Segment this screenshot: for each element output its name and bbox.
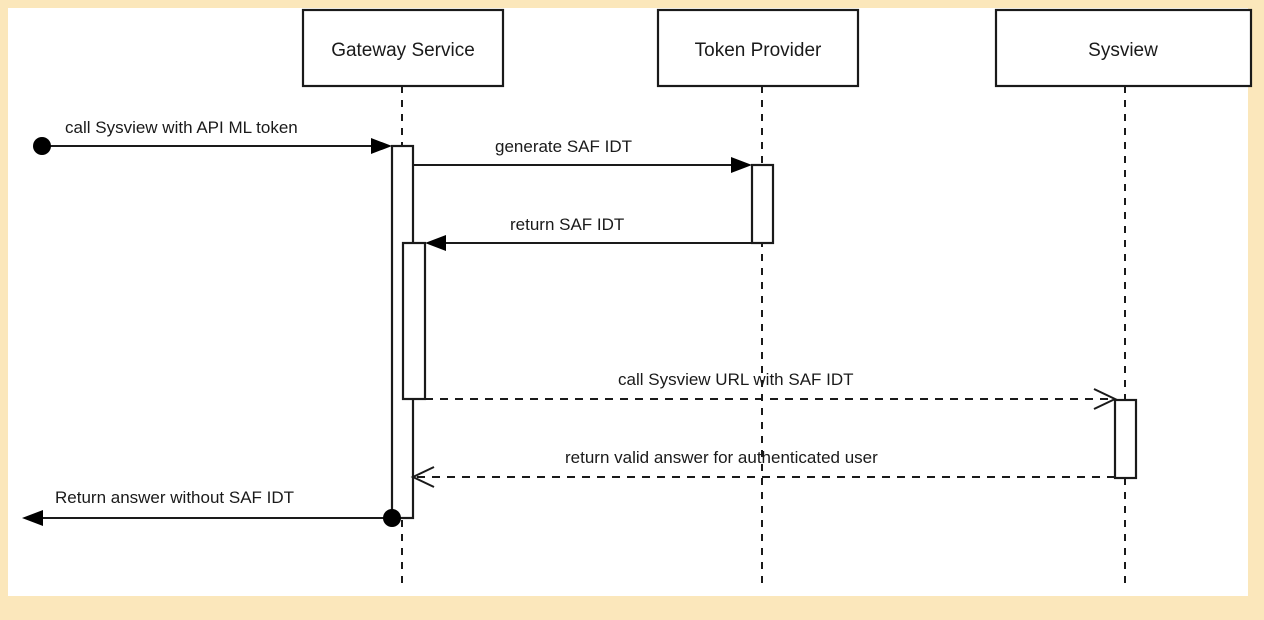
- message-origin-dot: [383, 509, 401, 527]
- arrowhead-open-left: [410, 466, 435, 488]
- participant-label-gateway: Gateway Service: [331, 40, 475, 61]
- message-call-sysview-url-with-saf-idt[interactable]: call Sysview URL with SAF IDT: [425, 370, 1118, 410]
- arrowhead-open-right: [1093, 388, 1118, 410]
- message-label: call Sysview URL with SAF IDT: [618, 370, 854, 389]
- message-label: generate SAF IDT: [495, 137, 632, 156]
- participant-box-sysview[interactable]: [994, 8, 1253, 88]
- participant-box-token-provider[interactable]: [656, 8, 860, 88]
- message-label: return SAF IDT: [510, 215, 624, 234]
- activation-bar-gateway-inner[interactable]: [401, 241, 427, 401]
- message-return-valid-answer[interactable]: return valid answer for authenticated us…: [410, 448, 1115, 488]
- participant-token-provider[interactable]: Token Provider: [656, 8, 860, 88]
- participant-label-token-provider: Token Provider: [695, 40, 822, 61]
- message-label: return valid answer for authenticated us…: [565, 448, 878, 467]
- activation-bar-token-provider[interactable]: [750, 163, 775, 245]
- canvas-background: [8, 8, 1248, 596]
- participant-label-sysview: Sysview: [1088, 40, 1158, 61]
- activation-bar-sysview[interactable]: [1113, 398, 1138, 480]
- arrowhead-filled-left: [22, 510, 43, 526]
- message-origin-dot: [33, 137, 51, 155]
- arrowhead-filled-right: [731, 157, 752, 173]
- message-generate-saf-idt[interactable]: generate SAF IDT: [413, 137, 752, 173]
- participant-sysview[interactable]: Sysview: [994, 8, 1253, 88]
- participant-gateway[interactable]: Gateway Service: [301, 8, 505, 88]
- message-label: call Sysview with API ML token: [65, 118, 298, 137]
- message-return-answer-without-saf-idt[interactable]: Return answer without SAF IDT: [22, 488, 401, 527]
- message-return-saf-idt[interactable]: return SAF IDT: [425, 215, 752, 251]
- message-call-sysview-with-apiml-token[interactable]: call Sysview with API ML token: [33, 118, 392, 155]
- message-label: Return answer without SAF IDT: [55, 488, 294, 507]
- arrowhead-filled-right: [371, 138, 392, 154]
- participant-box-gateway[interactable]: [301, 8, 505, 88]
- activation-bars: [390, 144, 1138, 520]
- arrowhead-filled-left: [425, 235, 446, 251]
